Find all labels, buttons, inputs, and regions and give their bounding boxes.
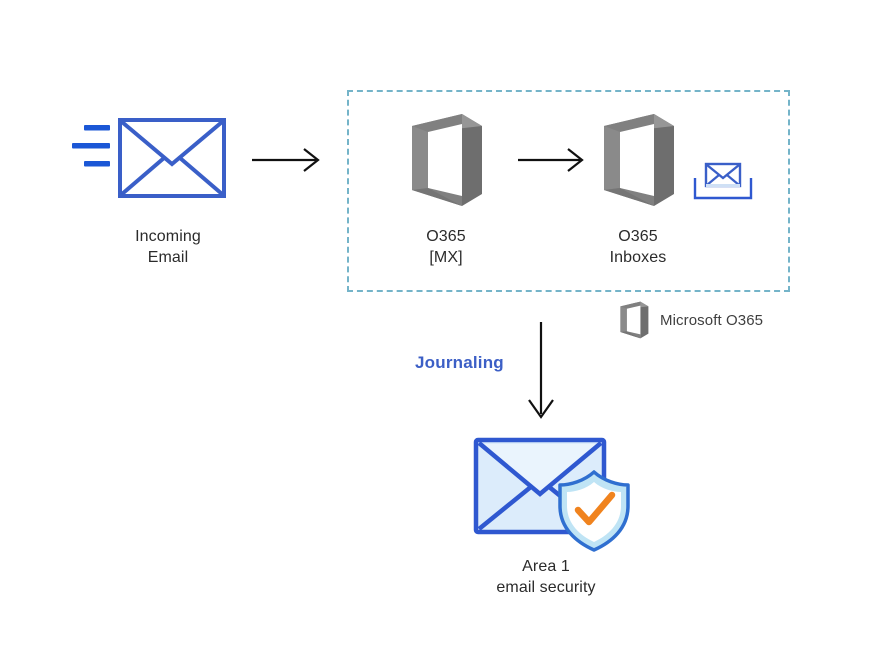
legend-microsoft-o365: Microsoft O365 (618, 300, 763, 340)
node-label-o365-mx: O365 [MX] (426, 228, 466, 266)
envelope-icon (72, 118, 226, 198)
node-label-o365-inboxes: O365 Inboxes (609, 228, 667, 266)
node-label-incoming-email: Incoming Email (135, 228, 201, 266)
shielded-envelope-icon (473, 437, 630, 552)
legend-label: Microsoft O365 (660, 311, 764, 329)
journaling-label: Journaling (415, 353, 504, 372)
arrow-o365-mx-to-inboxes (518, 145, 590, 175)
arrow-journaling-down (524, 322, 558, 422)
node-area1-email-security (466, 432, 636, 552)
o365-boundary-box (347, 90, 790, 292)
microsoft-o365-logo-icon (412, 114, 482, 206)
inbox-tray-icon (692, 160, 754, 204)
node-incoming-email (70, 118, 230, 213)
microsoft-o365-logo-icon (604, 114, 674, 206)
microsoft-o365-logo-icon (620, 301, 649, 339)
arrow-incoming-to-o365-mx (252, 145, 324, 175)
node-o365-mx (406, 110, 486, 210)
node-o365-inboxes (598, 110, 678, 210)
node-label-area1-email-security: Area 1 email security (496, 558, 596, 596)
